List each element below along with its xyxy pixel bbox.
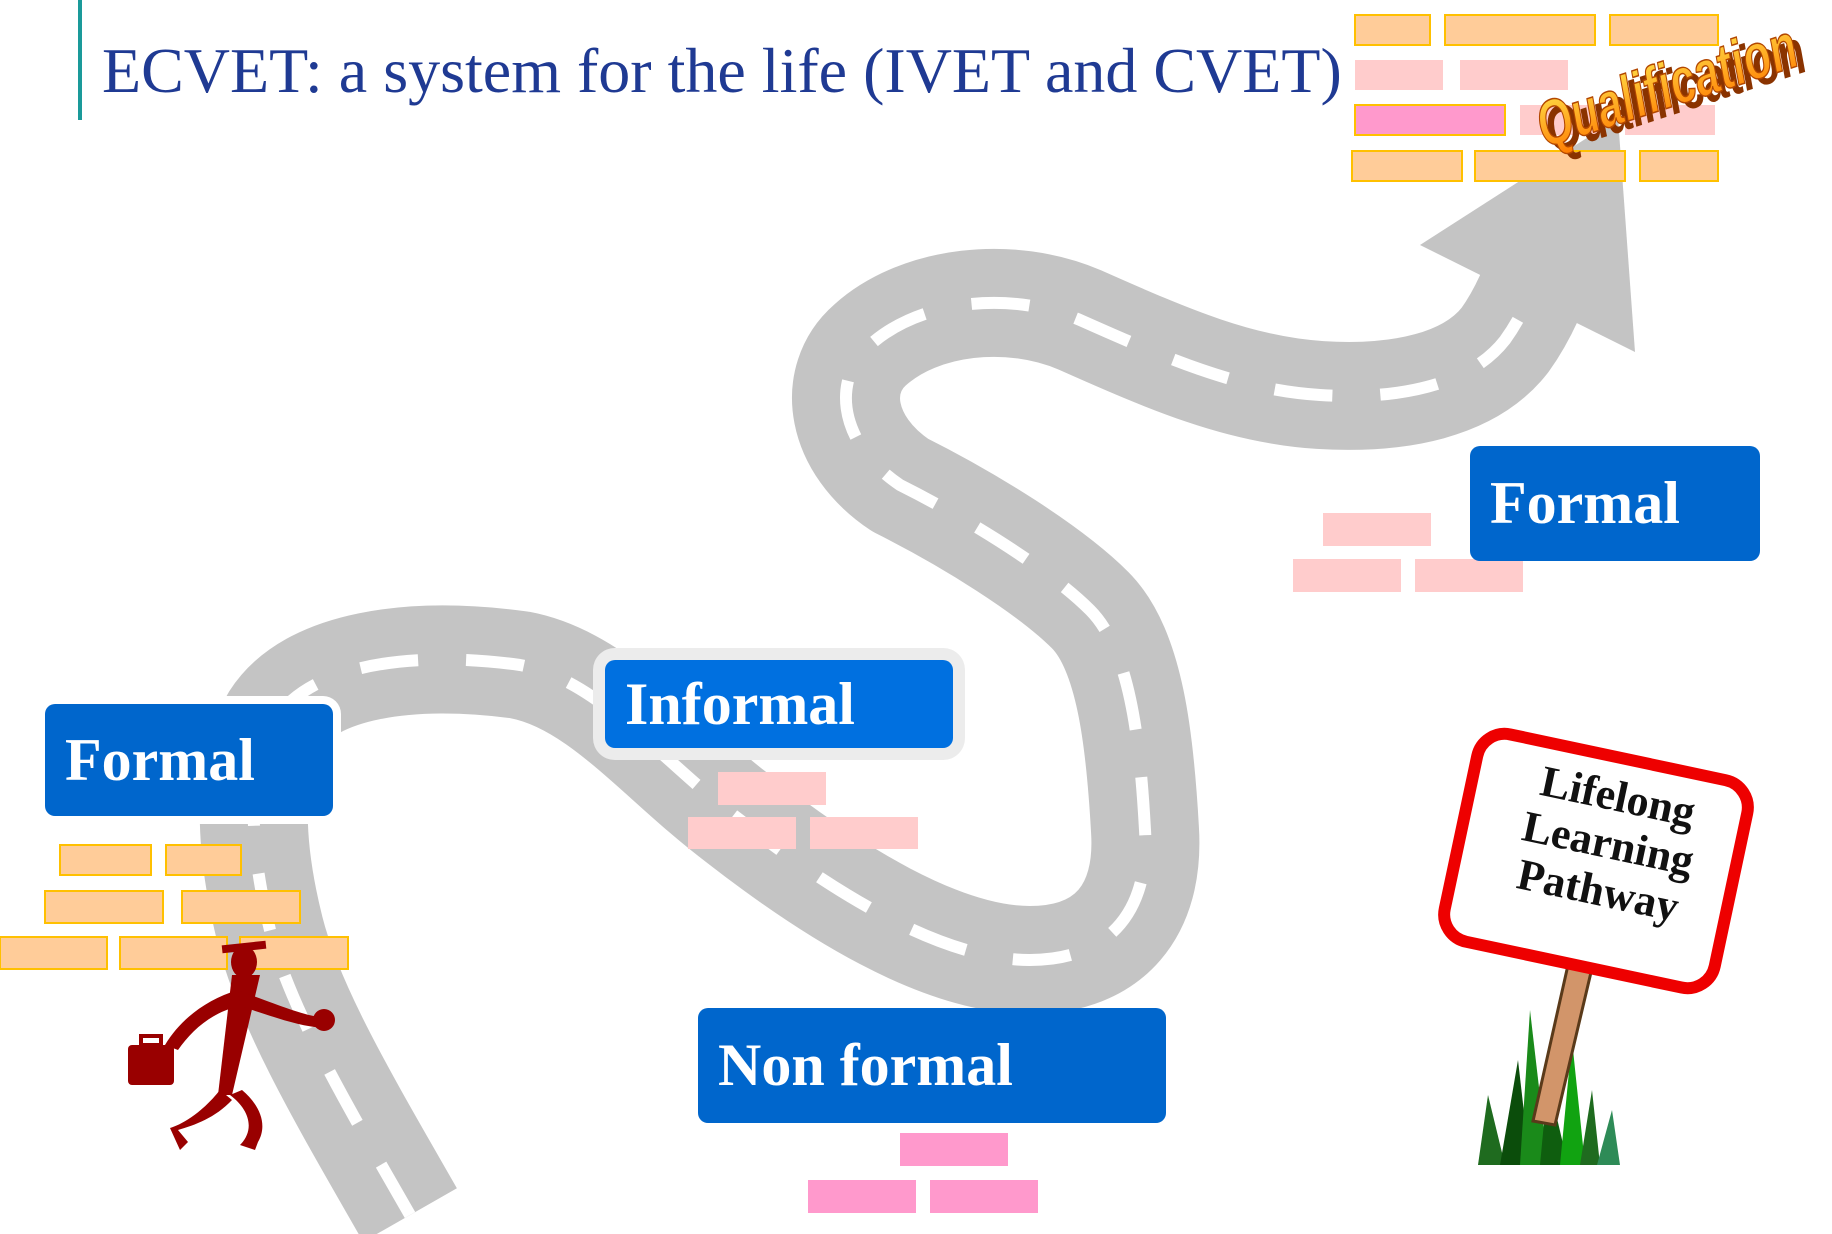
slide-title: ECVET: a system for the life (IVET and C… (102, 35, 1342, 106)
bricks-informal (688, 772, 918, 849)
bricks-non-formal (808, 1133, 1038, 1213)
node-formal-start: Formal (45, 704, 333, 816)
qualification-wall (1351, 14, 1719, 182)
walker-figure (128, 940, 335, 1150)
node-formal-end-label: Formal (1490, 470, 1680, 536)
node-informal-label: Informal (625, 670, 855, 737)
node-formal-end: Formal (1470, 446, 1760, 561)
node-informal: Informal (605, 660, 953, 748)
sign-board (1438, 727, 1754, 995)
node-formal-start-label: Formal (65, 726, 255, 793)
bricks-formal-end (1293, 513, 1523, 592)
node-non-formal: Non formal (698, 1008, 1166, 1123)
lifelong-learning-sign (1438, 727, 1754, 1165)
sign-post (1531, 963, 1594, 1127)
bricks-formal-start (0, 844, 349, 970)
grass (1478, 1010, 1620, 1165)
node-non-formal-label: Non formal (718, 1032, 1013, 1098)
accent-bar (78, 0, 82, 120)
